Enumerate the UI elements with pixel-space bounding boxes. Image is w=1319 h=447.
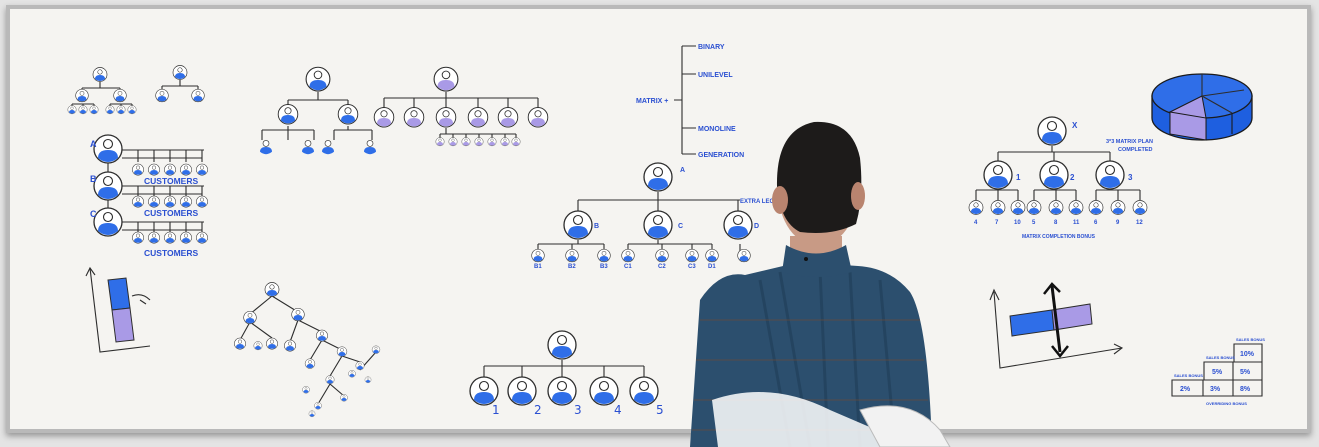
unilevel-tree [373, 66, 549, 147]
number-label: 5 [656, 403, 664, 417]
leaf-label: 9 [1116, 220, 1120, 226]
person-node-icon [155, 88, 169, 103]
vertical-bar-icon [85, 266, 151, 353]
number-label: 4 [614, 403, 622, 417]
person-node-icon [563, 210, 593, 240]
person-node-icon [469, 376, 499, 406]
leaf-label: B1 [534, 264, 542, 270]
leaf-label: 11 [1073, 220, 1080, 226]
leaf-label: C1 [624, 264, 632, 270]
tree-label: B [594, 223, 599, 230]
person-node-icon [589, 376, 619, 406]
customers-diagram: A B C CUSTOMERS CUSTOMERS CUSTOMERS [90, 134, 208, 258]
percent-cell: 10% [1240, 351, 1255, 358]
person-node-icon [92, 67, 108, 82]
number-label: 2 [534, 403, 542, 417]
leaf-label: 4 [974, 220, 978, 226]
person-node-icon [277, 104, 299, 125]
customers-label: CUSTOMERS [144, 208, 198, 218]
leaf-label: B3 [600, 264, 608, 270]
person-node-icon [172, 65, 188, 80]
cascading-tree [234, 282, 381, 418]
percent-cell: 3% [1210, 386, 1221, 393]
leaf-label: 10 [1014, 220, 1021, 226]
tree-label: X [1072, 121, 1078, 130]
percent-cell: 5% [1240, 369, 1251, 376]
pie-chart-icon [1151, 73, 1253, 141]
number-label: 3 [574, 403, 582, 417]
leaf-label: C2 [658, 264, 666, 270]
leaf-label: B2 [568, 264, 576, 270]
matrix-item: MONOLINE [698, 126, 736, 133]
person-node-icon [983, 160, 1013, 190]
label-c: C [90, 209, 97, 219]
percent-cell: 2% [1180, 386, 1191, 393]
customers-label: CUSTOMERS [144, 248, 198, 258]
label-b: B [90, 174, 97, 184]
tree-label: D [754, 223, 759, 230]
tree-label: 1 [1016, 173, 1021, 182]
matrix-item: GENERATION [698, 152, 744, 159]
person-node-icon [1037, 116, 1067, 146]
unilevel-numbered-tree: 1 2 3 4 5 [469, 330, 664, 417]
person-node-icon [643, 210, 673, 240]
tree-label: C [678, 223, 683, 230]
binary-tree [259, 66, 377, 155]
person-node-icon [305, 66, 331, 92]
small-tree-right [161, 80, 199, 92]
person-node-icon [113, 88, 127, 103]
person-node-icon [507, 376, 537, 406]
percent-cell: 8% [1240, 386, 1251, 393]
tree-label: A [680, 167, 685, 174]
person-node-icon [93, 134, 123, 164]
person-node-icon [629, 376, 659, 406]
percent-cell: 5% [1212, 369, 1223, 376]
matrix-bracket: MATRIX + BINARY UNILEVEL MONOLINE GENERA… [636, 44, 744, 159]
man-figure [690, 121, 951, 447]
person-node-icon [191, 88, 205, 103]
leaf-label: 7 [995, 220, 999, 226]
person-node-icon [433, 66, 459, 92]
extra-leg-label: EXTRA LEG [740, 199, 774, 205]
person-node-icon [75, 88, 89, 103]
tree-label: 2 [1070, 173, 1075, 182]
person-node-icon [93, 207, 123, 237]
tree-label: 3 [1128, 173, 1133, 182]
matrix-item: BINARY [698, 44, 725, 51]
bonus-table: SALES BONUS SALES BONUS SALES BONUS 10% … [1171, 337, 1265, 406]
person-node-icon [1039, 160, 1069, 190]
matrix-plan-note: 3*3 MATRIX PLAN [1106, 139, 1153, 145]
label-a: A [90, 139, 97, 149]
person-node-icon [1095, 160, 1125, 190]
center-tree: A EXTRA LEG B C D B1 B2 B3 C1 C2 C3 D1 [531, 162, 774, 270]
number-label: 1 [492, 403, 500, 417]
matrix-plan-tree: X 3*3 MATRIX PLAN COMPLETED 1 2 3 4 7 10… [968, 116, 1153, 240]
bar-chart-icon [989, 282, 1124, 369]
person-node-icon [337, 104, 359, 125]
customers-label: CUSTOMERS [144, 176, 198, 186]
matrix-label: MATRIX + [636, 98, 668, 105]
leaf-label: 6 [1094, 220, 1098, 226]
leaf-label: D1 [708, 264, 716, 270]
small-tree-leaves [67, 105, 137, 115]
person-node-icon [547, 330, 577, 360]
sales-bonus-label: SALES BONUS [1174, 373, 1203, 378]
sales-bonus-label: SALES BONUS [1236, 337, 1265, 342]
leaf-label: 5 [1032, 220, 1036, 226]
leaf-label: 12 [1136, 220, 1143, 226]
sales-bonus-label: SALES BONUS [1206, 355, 1235, 360]
overriding-bonus-label: OVERRIDING BONUS [1206, 401, 1247, 406]
matrix-plan-note: COMPLETED [1118, 147, 1153, 153]
person-node-icon [93, 171, 123, 201]
person-node-icon [547, 376, 577, 406]
leaf-label: C3 [688, 264, 696, 270]
leaf-label: 8 [1054, 220, 1058, 226]
person-node-icon [643, 162, 673, 192]
matrix-item: UNILEVEL [698, 72, 733, 79]
person-node-icon [723, 210, 753, 240]
matrix-bonus-label: MATRIX COMPLETION BONUS [1022, 234, 1096, 240]
